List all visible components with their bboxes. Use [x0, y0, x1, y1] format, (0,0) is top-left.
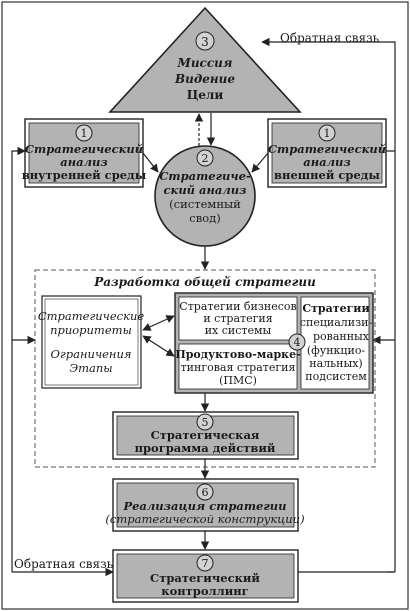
controlling-line2: контроллинг: [161, 584, 248, 598]
business-line3: их системы: [205, 324, 272, 337]
circle-line4: свод): [189, 211, 220, 225]
specialized-line4: (функцио-: [307, 344, 366, 357]
pms-line1: Продуктово-марке-: [175, 348, 300, 361]
internal-line3: внутренней среды: [22, 168, 147, 182]
controlling-number: 7: [202, 557, 209, 570]
mission-triangle: 3 Миссия Видение Цели: [108, 6, 302, 113]
program-number: 5: [202, 416, 209, 429]
specialized-number: 4: [294, 336, 301, 349]
program-box: 5 Стратегическая программа действий: [112, 411, 299, 460]
priorities-arrows: [142, 315, 175, 357]
external-line3: внешней среды: [274, 168, 380, 182]
program-line1: Стратегическая: [151, 428, 260, 442]
implementation-line2: (стратегической конструкции): [105, 512, 304, 526]
specialized-line6: подсистем: [305, 370, 367, 383]
priorities-line2: приоритеты: [50, 323, 132, 337]
priorities-line3: Ограничения: [51, 347, 132, 361]
circle-line2: ский анализ: [164, 183, 247, 197]
internal-line2: анализ: [60, 155, 107, 169]
pms-line2: тинговая стратегия: [181, 361, 296, 374]
controlling-box: 7 Стратегический контроллинг: [112, 549, 299, 603]
specialized-line1: Стратегии: [302, 302, 369, 315]
implementation-line1: Реализация стратегии: [122, 499, 286, 513]
strategic-analysis-circle: 2 Стратегиче- ский анализ (системный сво…: [154, 145, 256, 247]
internal-analysis-box: 1 Стратегический анализ внутренней среды: [22, 118, 147, 188]
implementation-box: 6 Реализация стратегии (стратегической к…: [105, 478, 305, 532]
external-number: 1: [324, 127, 331, 140]
priorities-line4: Этапы: [69, 361, 112, 375]
mission-line3: Цели: [187, 88, 224, 102]
business-line1: Стратегии бизнесов: [179, 300, 296, 313]
mission-line2: Видение: [174, 72, 235, 86]
priorities-box: Стратегические приоритеты Ограничения Эт…: [38, 295, 145, 389]
specialized-line3: рованных: [313, 330, 370, 343]
specialized-line5: нальных): [309, 357, 362, 370]
mission-line1: Миссия: [177, 56, 233, 70]
program-line2: программа действий: [135, 441, 276, 455]
arrow-internal-to-circle: [142, 152, 159, 173]
feedback-label-top: Обратная связь: [280, 31, 380, 45]
circle-number: 2: [202, 152, 209, 165]
implementation-number: 6: [202, 486, 209, 499]
business-line2: и стратегия: [203, 312, 272, 325]
mission-number: 3: [201, 35, 209, 49]
pms-line3: (ПМС): [219, 374, 257, 387]
internal-line1: Стратегический: [25, 142, 143, 156]
general-strategy-title: Разработка общей стратегии: [93, 275, 316, 289]
internal-number: 1: [81, 127, 88, 140]
arrow-external-to-circle: [251, 152, 269, 173]
external-analysis-box: 1 Стратегический анализ внешней среды: [267, 118, 387, 188]
circle-line3: (системный: [169, 197, 241, 211]
feedback-loop-left: [11, 146, 114, 577]
feedback-label-bottom: Обратная связь: [14, 557, 114, 571]
external-line2: анализ: [303, 155, 350, 169]
specialized-line2: специализи-: [300, 316, 373, 329]
controlling-line1: Стратегический: [150, 571, 260, 585]
circle-line1: Стратегиче-: [159, 169, 251, 183]
strategy-block: 4: [174, 292, 374, 394]
external-line1: Стратегический: [268, 142, 386, 156]
priorities-line1: Стратегические: [38, 309, 145, 323]
